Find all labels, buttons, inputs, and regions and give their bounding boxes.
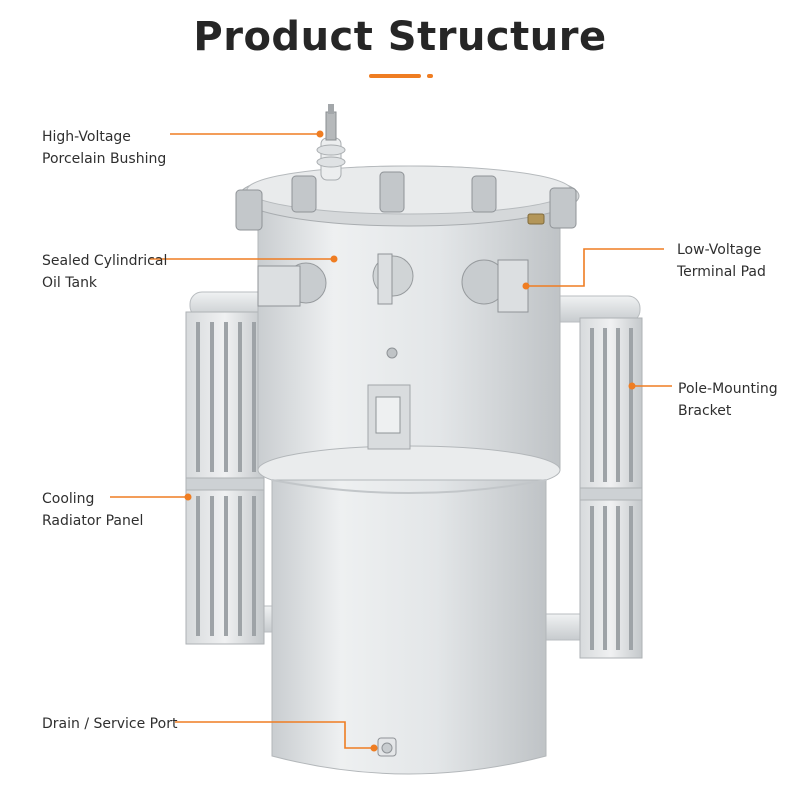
label-hv-bushing: High-Voltage Porcelain Bushing (42, 126, 166, 170)
label-hv-bushing-line2: Porcelain Bushing (42, 151, 167, 167)
label-radiator-line1: Cooling (42, 491, 95, 507)
label-oil-tank-line2: Oil Tank (42, 275, 98, 291)
label-bracket-line1: Pole-Mounting (678, 381, 778, 397)
label-hv-bushing-line1: High-Voltage (42, 129, 131, 145)
label-lv-terminal-line2: Terminal Pad (677, 264, 766, 280)
hv-bushing (316, 104, 346, 181)
drain-port (377, 737, 397, 757)
label-oil-tank-line1: Sealed Cylindrical (42, 253, 168, 269)
right-radiator-panel (579, 317, 643, 659)
label-bracket: Pole-Mounting Bracket (678, 378, 778, 422)
label-radiator-line2: Radiator Panel (42, 513, 144, 529)
title-underline-dot (427, 74, 433, 78)
label-radiator: Cooling Radiator Panel (42, 488, 143, 532)
left-radiator-panel (185, 311, 265, 645)
title-underline (369, 74, 421, 78)
label-drain: Drain / Service Port (42, 713, 177, 735)
label-oil-tank: Sealed Cylindrical Oil Tank (42, 250, 167, 294)
label-lv-terminal: Low-Voltage Terminal Pad (677, 239, 766, 283)
label-drain-line1: Drain / Service Port (42, 716, 178, 732)
callout-lines (110, 130, 672, 752)
lid-valve-icon (527, 213, 545, 225)
page-title: Product Structure (193, 14, 607, 60)
label-lv-terminal-line1: Low-Voltage (677, 242, 762, 258)
nameplate (367, 347, 411, 450)
label-bracket-line2: Bracket (678, 403, 732, 419)
